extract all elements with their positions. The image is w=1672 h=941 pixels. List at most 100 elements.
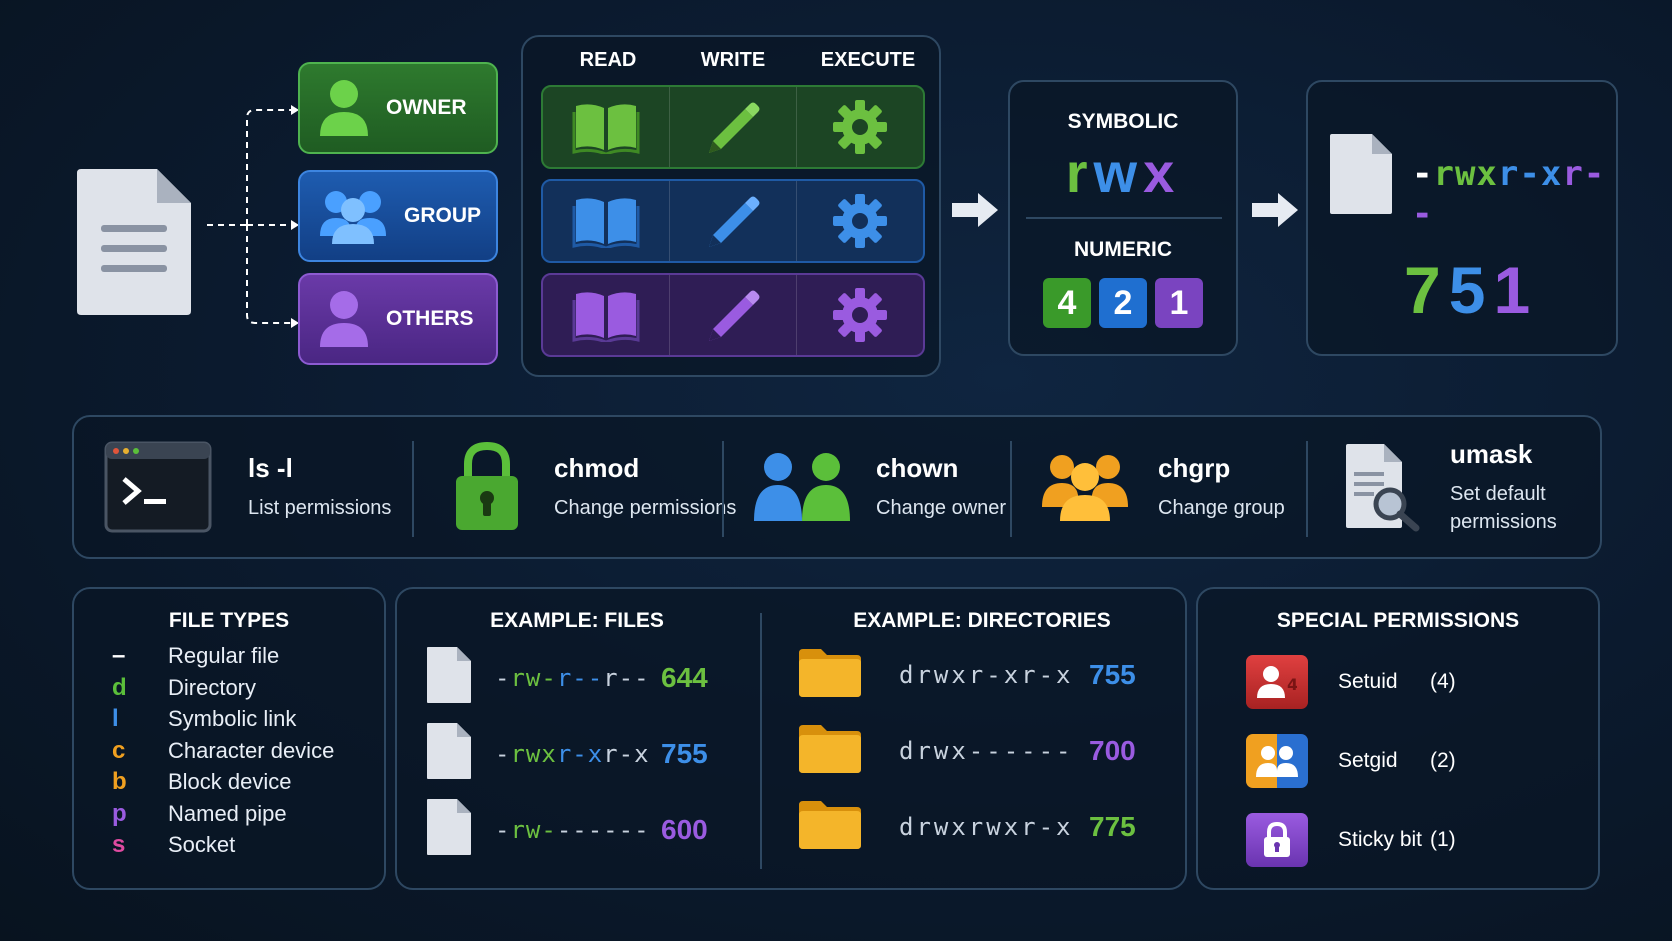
permission-string: -rw-r--r-- xyxy=(495,663,650,692)
command-name: chgrp xyxy=(1158,452,1231,483)
user-icon xyxy=(320,291,368,347)
command-ls: ls -l List permissions xyxy=(104,417,391,557)
file-type-row: l Symbolic link xyxy=(112,704,296,734)
octal-value: 644 xyxy=(661,661,708,693)
divider xyxy=(1026,217,1222,219)
others-label: OTHERS xyxy=(386,307,474,330)
file-type-label: Directory xyxy=(168,674,257,700)
setuid-value: (4) xyxy=(1430,670,1456,693)
permission-string: drwxrwxr-x xyxy=(899,812,1074,841)
group-permissions-row xyxy=(541,179,925,263)
pencil-icon xyxy=(709,196,760,247)
permission-string: drwxr-xr-x xyxy=(899,660,1074,689)
divider xyxy=(760,613,762,869)
file-type-row: –Regular file xyxy=(112,641,279,671)
permission-string: drwx------ xyxy=(899,736,1074,765)
group-digit: 5 xyxy=(1448,253,1494,327)
others-perms: r-- xyxy=(1412,154,1606,234)
sticky-bit-label: Sticky bit xyxy=(1338,828,1423,851)
sticky-bit-icon xyxy=(1246,813,1308,867)
octal-value: 755 xyxy=(1089,658,1136,690)
permission-matrix: READ WRITE EXECUTE xyxy=(521,35,941,377)
symbol-x: x xyxy=(1143,141,1181,204)
user-icon xyxy=(320,80,368,136)
file-type-label: Symbolic link xyxy=(168,706,297,731)
example-directories-title: EXAMPLE: DIRECTORIES xyxy=(853,609,1111,632)
setgid-label: Setgid xyxy=(1338,749,1398,772)
file-type-label: Socket xyxy=(168,832,236,857)
book-icon xyxy=(572,198,640,248)
others-permissions-row xyxy=(541,273,925,357)
command-name: ls -l xyxy=(248,452,293,483)
two-users-icon xyxy=(754,453,850,521)
octal-value: 600 xyxy=(661,813,708,845)
book-icon xyxy=(572,104,640,154)
others-box: OTHERS xyxy=(298,273,498,365)
octal-value: 700 xyxy=(1089,734,1136,766)
symbol-r: r xyxy=(1065,141,1094,204)
numeric-4-box: 4 xyxy=(1043,278,1091,328)
command-desc-line1: Set default xyxy=(1450,482,1546,505)
connector-lines xyxy=(207,105,299,328)
example-files-title: EXAMPLE: FILES xyxy=(490,609,664,632)
sticky-bit-value: (1) xyxy=(1430,828,1456,851)
file-type-row: b Block device xyxy=(112,767,292,797)
command-desc: Change owner xyxy=(876,496,1007,519)
owner-label: OWNER xyxy=(386,96,467,119)
others-digit: 1 xyxy=(1493,253,1539,327)
separator xyxy=(722,441,724,537)
file-icon xyxy=(425,797,473,862)
terminal-icon xyxy=(104,441,212,533)
setuid-row: 4 Setuid (4) xyxy=(1246,655,1456,709)
file-icon xyxy=(1330,134,1392,214)
owner-box: OWNER xyxy=(298,62,498,154)
result-panel: -rwxr-xr-- 751 xyxy=(1306,80,1618,356)
command-name: chmod xyxy=(554,452,640,483)
file-icon xyxy=(425,721,473,786)
folder-icon xyxy=(797,645,863,704)
command-desc: Change permissions xyxy=(554,496,737,519)
example-file-row: -rw------- 600 xyxy=(425,797,708,862)
separator xyxy=(412,441,414,537)
owner-permissions-row xyxy=(541,85,925,169)
symbolic-rwx: rwx xyxy=(1010,140,1236,205)
folder-icon xyxy=(797,797,863,856)
file-type-symbol: p xyxy=(112,799,127,827)
file-type-symbol: b xyxy=(112,768,127,795)
read-header: READ xyxy=(579,49,637,71)
numeric-value: 751 xyxy=(1404,252,1538,328)
symbolic-label: SYMBOLIC xyxy=(1067,110,1179,133)
execute-header: EXECUTE xyxy=(820,49,916,71)
command-desc: List permissions xyxy=(248,496,392,519)
example-file-row: -rw-r--r-- 644 xyxy=(425,645,708,710)
permission-string: -rw------- xyxy=(495,815,650,844)
sticky-bit-row: Sticky bit (1) xyxy=(1246,813,1456,867)
file-type-label: Block device xyxy=(168,769,292,794)
setuid-icon: 4 xyxy=(1246,655,1308,709)
example-directory-row: drwx------ 700 xyxy=(797,721,1136,780)
permission-string: -rwxr-xr-- xyxy=(1412,154,1616,234)
file-type-symbol: l xyxy=(112,705,119,732)
setuid-label: Setuid xyxy=(1338,670,1398,693)
example-directory-row: drwxr-xr-x 755 xyxy=(797,645,1136,704)
command-name: chown xyxy=(876,452,959,483)
file-types-title: FILE TYPES xyxy=(168,609,290,632)
examples-panel: EXAMPLE: FILES EXAMPLE: DIRECTORIES -rw-… xyxy=(395,587,1187,890)
permission-string: -rwxr-xr-x xyxy=(495,739,650,768)
special-permissions-panel: SPECIAL PERMISSIONS 4 Setuid (4) Setgid … xyxy=(1196,587,1600,890)
special-permissions-title: SPECIAL PERMISSIONS xyxy=(1276,609,1520,632)
group-box: GROUP xyxy=(298,170,498,262)
owner-perms: rwx xyxy=(1433,154,1498,194)
file-icon xyxy=(425,645,473,710)
numeric-2-box: 2 xyxy=(1099,278,1147,328)
folder-icon xyxy=(797,721,863,780)
command-desc: Change group xyxy=(1158,496,1285,519)
